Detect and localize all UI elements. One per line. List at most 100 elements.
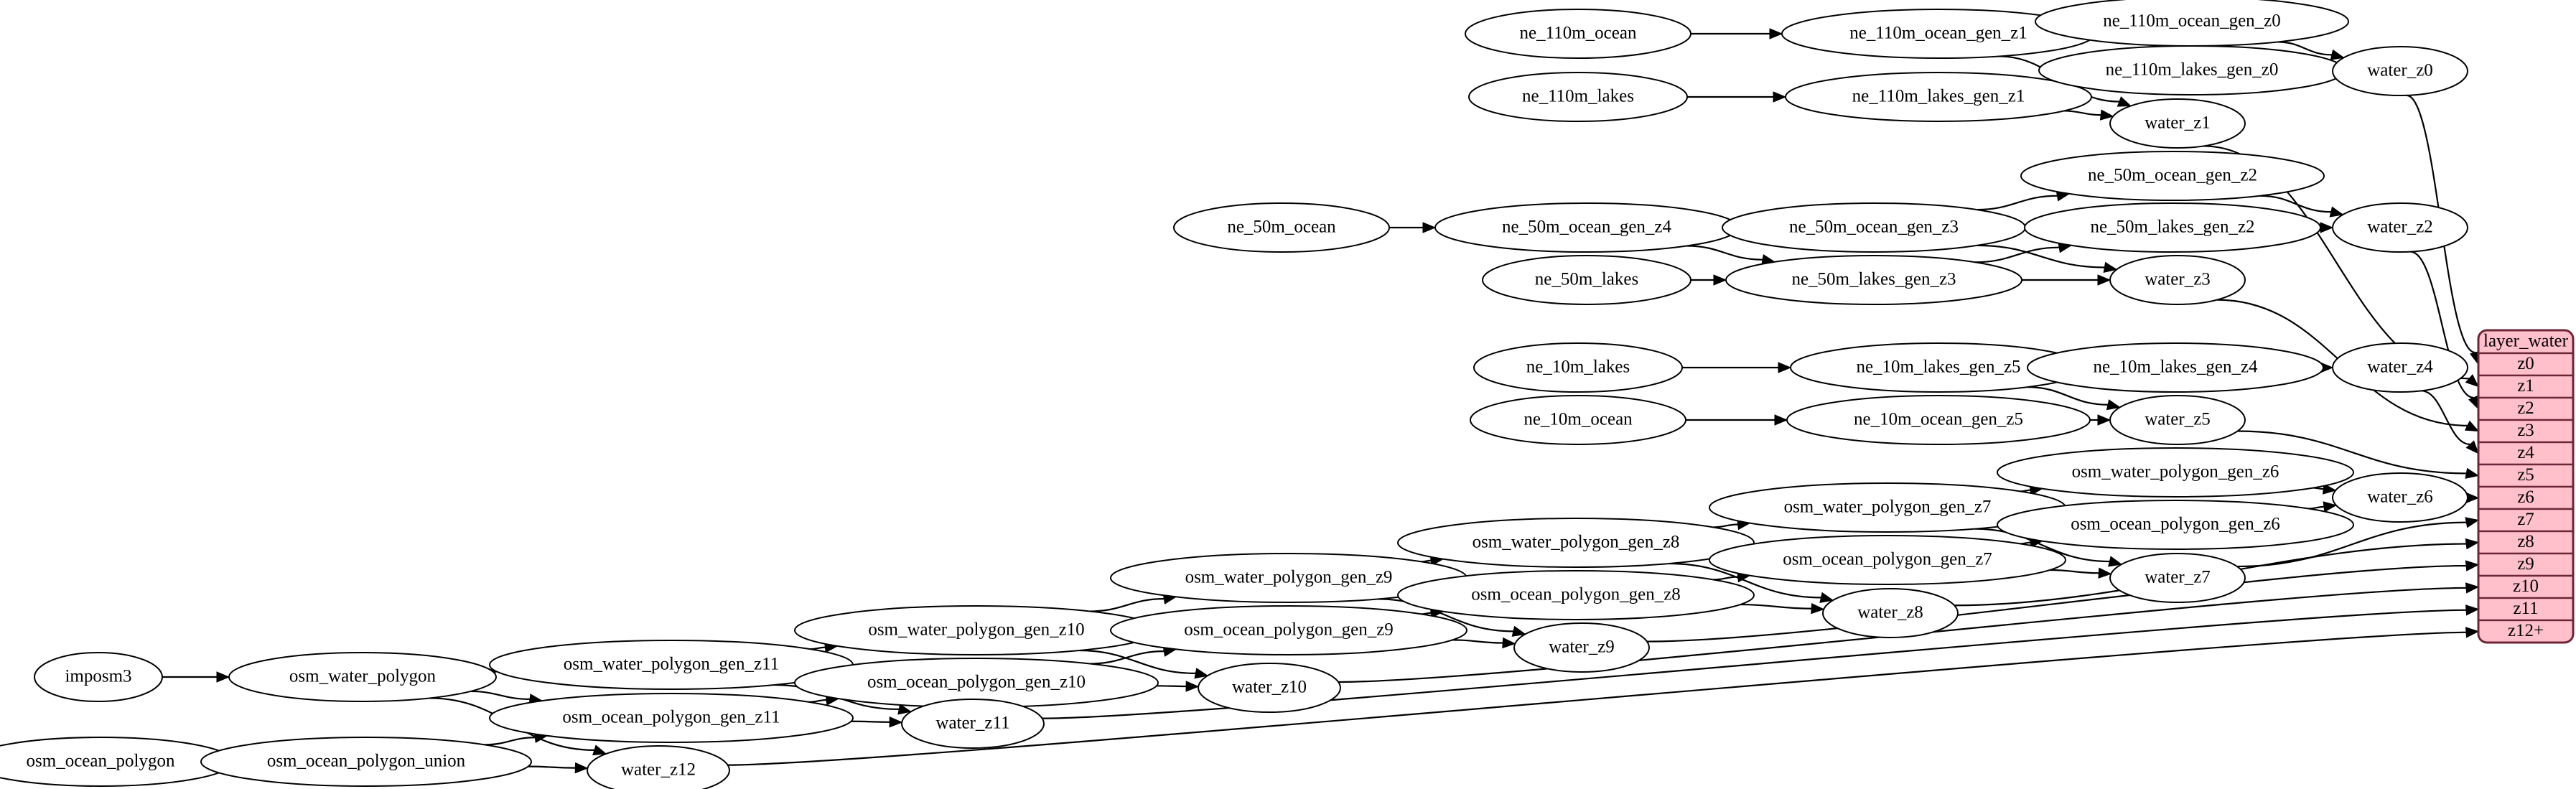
layer-table-row-label-z8: z8 xyxy=(2517,532,2534,551)
graph-node-water_z8[interactable]: water_z8 xyxy=(1822,588,1959,638)
layer-table-row-label-z7: z7 xyxy=(2517,510,2534,529)
graph-edge-arrowhead-osm_ocean_polygon_gen_z6--water_z6 xyxy=(2323,501,2338,513)
node-shape-water_z12 xyxy=(587,745,730,789)
node-shape-ne_50m_lakes_gen_z2 xyxy=(2024,202,2321,253)
layer-water-table: layer_waterz0z1z2z3z4z5z6z7z8z9z10z11z12… xyxy=(2477,329,2575,644)
graph-node-osm_ocean_polygon_gen_z9[interactable]: osm_ocean_polygon_gen_z9 xyxy=(1110,605,1467,655)
graph-node-ne_10m_lakes_gen_z5[interactable]: ne_10m_lakes_gen_z5 xyxy=(1790,342,2087,393)
node-label-ne_10m_lakes_gen_z4: ne_10m_lakes_gen_z4 xyxy=(2093,358,2258,377)
graph-node-ne_110m_ocean_gen_z1[interactable]: ne_110m_ocean_gen_z1 xyxy=(1781,9,2096,59)
graph-node-osm_ocean_polygon_union[interactable]: osm_ocean_polygon_union xyxy=(200,737,532,787)
graph-node-osm_ocean_polygon_gen_z6[interactable]: osm_ocean_polygon_gen_z6 xyxy=(1997,500,2354,550)
graph-node-water_z12[interactable]: water_z12 xyxy=(587,745,730,789)
graph-node-water_z0[interactable]: water_z0 xyxy=(2332,46,2468,96)
graph-node-osm_ocean_polygon_gen_z7[interactable]: osm_ocean_polygon_gen_z7 xyxy=(1709,535,2066,585)
graph-edge-arrowhead-ne_50m_ocean--ne_50m_ocean_gen_z4 xyxy=(1422,222,1437,233)
layer-table-row-label-z12+: z12+ xyxy=(2508,621,2544,640)
node-label-water_z2: water_z2 xyxy=(2367,218,2433,237)
layer-table-row-label-z9: z9 xyxy=(2517,554,2534,574)
graph-node-ne_10m_lakes_gen_z4[interactable]: ne_10m_lakes_gen_z4 xyxy=(2027,342,2324,393)
graph-node-ne_110m_ocean_gen_z0[interactable]: ne_110m_ocean_gen_z0 xyxy=(2035,0,2349,47)
node-shape-ne_10m_ocean xyxy=(1470,395,1686,445)
graph-node-ne_10m_ocean_gen_z5[interactable]: ne_10m_ocean_gen_z5 xyxy=(1786,395,2091,445)
graph-node-ne_110m_lakes[interactable]: ne_110m_lakes xyxy=(1468,72,1688,122)
graph-edge-ne_110m_ocean_gen_z0--water_z0 xyxy=(2277,41,2332,56)
graph-node-water_z11[interactable]: water_z11 xyxy=(901,699,1045,749)
graph-edge-osm_water_polygon_gen_z10--osm_water_polygon_gen_z9 xyxy=(1090,598,1165,612)
graph-node-ne_110m_ocean[interactable]: ne_110m_ocean xyxy=(1465,9,1691,59)
node-label-ne_50m_lakes: ne_50m_lakes xyxy=(1535,270,1638,289)
graph-edge-arrowhead-water_z3--layer_water.z3 xyxy=(2464,420,2480,432)
graph-edge-ne_110m_lakes_gen_z1--water_z1 xyxy=(2063,110,2101,116)
graph-node-water_z10[interactable]: water_z10 xyxy=(1198,663,1341,713)
graph-node-ne_110m_lakes_gen_z0[interactable]: ne_110m_lakes_gen_z0 xyxy=(2038,45,2346,95)
node-label-ne_110m_lakes: ne_110m_lakes xyxy=(1522,87,1634,106)
layer-table-row-z1[interactable] xyxy=(2478,374,2573,399)
node-label-ne_110m_lakes_gen_z0: ne_110m_lakes_gen_z0 xyxy=(2106,60,2279,80)
graph-node-ne_50m_ocean_gen_z2[interactable]: ne_50m_ocean_gen_z2 xyxy=(2020,151,2325,201)
graph-node-ne_50m_lakes[interactable]: ne_50m_lakes xyxy=(1482,255,1691,305)
graph-node-osm_ocean_polygon_gen_z10[interactable]: osm_ocean_polygon_gen_z10 xyxy=(794,658,1159,708)
node-shape-ne_50m_ocean xyxy=(1173,202,1390,253)
graph-edge-arrowhead-water_z10--layer_water.z10 xyxy=(2465,582,2480,594)
node-label-water_z9: water_z9 xyxy=(1549,638,1615,657)
node-shape-osm_ocean_polygon_gen_z9 xyxy=(1110,605,1467,655)
layer-table-row-label-z0: z0 xyxy=(2517,354,2534,373)
graph-edge-arrowhead-ne_50m_lakes--ne_50m_lakes_gen_z3 xyxy=(1713,274,1727,286)
graph-node-water_z1[interactable]: water_z1 xyxy=(2109,98,2246,149)
graph-edge-water_z12--layer_water.z12+ xyxy=(727,631,2467,766)
node-label-ne_10m_lakes_gen_z5: ne_10m_lakes_gen_z5 xyxy=(1856,358,2020,377)
graph-edge-water_z2--layer_water.z2 xyxy=(2410,251,2474,398)
graph-node-water_z5[interactable]: water_z5 xyxy=(2109,395,2246,445)
graph-edge-arrowhead-osm_water_polygon_gen_z8--water_z8 xyxy=(1819,592,1834,603)
graph-node-water_z3[interactable]: water_z3 xyxy=(2109,255,2246,305)
graph-edge-arrowhead-osm_water_polygon_gen_z7--water_z7 xyxy=(2108,556,2123,567)
graph-edge-ne_50m_ocean_gen_z3--water_z3 xyxy=(1977,244,2105,269)
graph-node-water_z2[interactable]: water_z2 xyxy=(2332,202,2468,253)
graph-edge-ne_50m_lakes_gen_z3--ne_50m_lakes_gen_z2 xyxy=(1975,246,2060,263)
graph-node-water_z9[interactable]: water_z9 xyxy=(1513,622,1650,673)
graph-node-water_z6[interactable]: water_z6 xyxy=(2332,472,2468,523)
graph-node-water_z7[interactable]: water_z7 xyxy=(2109,553,2246,603)
node-label-water_z6: water_z6 xyxy=(2367,487,2433,507)
graph-node-ne_10m_ocean[interactable]: ne_10m_ocean xyxy=(1470,395,1686,445)
node-label-water_z0: water_z0 xyxy=(2367,61,2433,80)
node-label-osm_ocean_polygon_gen_z7: osm_ocean_polygon_gen_z7 xyxy=(1783,550,1992,569)
graph-edge-arrowhead-ne_110m_lakes--ne_110m_lakes_gen_z1 xyxy=(1773,91,1787,103)
node-label-ne_110m_lakes_gen_z1: ne_110m_lakes_gen_z1 xyxy=(1852,87,2025,106)
graph-node-osm_water_polygon_gen_z8[interactable]: osm_water_polygon_gen_z8 xyxy=(1397,518,1755,568)
graph-node-ne_50m_ocean_gen_z4[interactable]: ne_50m_ocean_gen_z4 xyxy=(1434,202,1739,253)
graph-node-ne_50m_lakes_gen_z2[interactable]: ne_50m_lakes_gen_z2 xyxy=(2024,202,2321,253)
layer-table-row-z2[interactable] xyxy=(2478,396,2573,421)
node-shape-ne_50m_ocean_gen_z2 xyxy=(2020,151,2325,201)
graph-node-osm_water_polygon[interactable]: osm_water_polygon xyxy=(228,652,497,702)
node-label-ne_50m_ocean: ne_50m_ocean xyxy=(1227,218,1336,237)
graph-edge-osm_ocean_polygon_gen_z10--osm_ocean_polygon_gen_z9 xyxy=(1090,650,1165,665)
graph-edge-osm_water_polygon_gen_z8--water_z8 xyxy=(1669,562,1821,599)
graph-node-osm_water_polygon_gen_z6[interactable]: osm_water_polygon_gen_z6 xyxy=(1997,447,2354,498)
graph-node-ne_50m_ocean_gen_z3[interactable]: ne_50m_ocean_gen_z3 xyxy=(1722,202,2026,253)
node-shape-water_z0 xyxy=(2332,46,2468,96)
graph-node-ne_10m_lakes[interactable]: ne_10m_lakes xyxy=(1473,342,1683,393)
graph-node-ne_50m_ocean[interactable]: ne_50m_ocean xyxy=(1173,202,1390,253)
graph-node-osm_water_polygon_gen_z9[interactable]: osm_water_polygon_gen_z9 xyxy=(1110,553,1467,603)
graph-edge-arrowhead-ne_50m_lakes_gen_z3--water_z3 xyxy=(2097,274,2111,286)
node-shape-water_z2 xyxy=(2332,202,2468,253)
graph-edge-osm_ocean_polygon_union--water_z12 xyxy=(528,765,576,769)
graph-node-osm_ocean_polygon[interactable]: osm_ocean_polygon xyxy=(0,737,234,787)
node-label-osm_water_polygon_gen_z8: osm_water_polygon_gen_z8 xyxy=(1473,533,1680,552)
graph-node-osm_water_polygon_gen_z10[interactable]: osm_water_polygon_gen_z10 xyxy=(794,605,1159,655)
node-label-imposm3: imposm3 xyxy=(65,667,131,686)
layer-table-row-z10[interactable] xyxy=(2478,574,2573,599)
node-shape-water_z11 xyxy=(901,699,1045,749)
graph-node-osm_ocean_polygon_gen_z11[interactable]: osm_ocean_polygon_gen_z11 xyxy=(489,693,854,743)
node-shape-osm_water_polygon_gen_z8 xyxy=(1397,518,1755,568)
graph-node-ne_50m_lakes_gen_z3[interactable]: ne_50m_lakes_gen_z3 xyxy=(1725,255,2022,305)
graph-edge-arrowhead-water_z4--layer_water.z4 xyxy=(2465,440,2479,454)
graph-node-water_z4[interactable]: water_z4 xyxy=(2332,342,2468,393)
graph-node-imposm3[interactable]: imposm3 xyxy=(34,652,163,702)
graph-node-ne_110m_lakes_gen_z1[interactable]: ne_110m_lakes_gen_z1 xyxy=(1785,72,2092,122)
layer-table-row-z12+[interactable] xyxy=(2478,619,2573,643)
graph-node-osm_ocean_polygon_gen_z8[interactable]: osm_ocean_polygon_gen_z8 xyxy=(1397,570,1755,620)
